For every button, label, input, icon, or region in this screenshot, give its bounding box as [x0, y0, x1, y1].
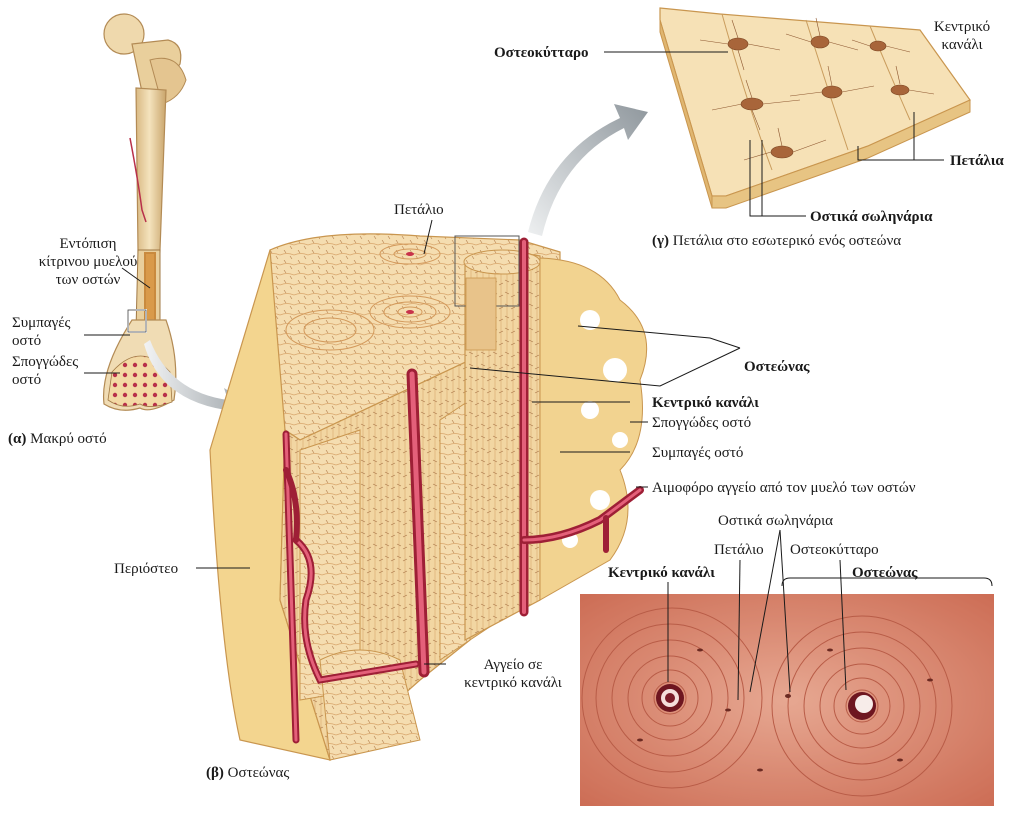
caption-c-letter: (γ) [652, 233, 670, 249]
zoom-arrow-b-to-c [528, 104, 648, 236]
blood-vessels [282, 237, 644, 744]
micro-lamella-label: Πετάλιο [714, 542, 764, 558]
osteon-leaders [196, 219, 741, 665]
long-bone-leaders [84, 267, 151, 374]
micro-central-canal-label: Κεντρικό κανάλι [608, 565, 715, 581]
periosteum-label: Περιόστεο [114, 561, 179, 577]
lamellae-wedge [659, 7, 971, 209]
osteocyte-label-c: Οστεοκύτταρο [494, 45, 589, 61]
vessel-in-canal-label: Αγγείο σε κεντρικό κανάλι [464, 657, 562, 691]
central-canal-label-c: Κεντρικό κανάλι [933, 19, 991, 53]
caption-b: (β) Οστεώνας [206, 764, 289, 782]
micro-canaliculi-label: Οστικά σωληνάρια [718, 513, 833, 529]
caption-b-text: Οστεώνας [227, 765, 290, 781]
compact-bone-label-a: Συμπαγές οστό [12, 315, 71, 349]
canaliculi-label-c: Οστικά σωληνάρια [810, 209, 933, 225]
caption-a-letter: (α) [8, 431, 27, 447]
lamellae-label-c: Πετάλια [950, 153, 1004, 169]
spongy-bone-label-b: Σπογγώδες οστό [652, 415, 752, 431]
micro-osteon-label: Οστεώνας [852, 565, 918, 581]
zoom-arrow-a-to-b [144, 340, 250, 420]
spongy-bone-label-a: Σπογγώδες οστό [12, 354, 79, 388]
caption-c-text: Πετάλια στο εσωτερικό ενός οστεώνα [672, 233, 902, 249]
marrow-vessel-label: Αιμοφόρο αγγείο από τον μυελό των οστών [652, 480, 916, 496]
osteon-label-b: Οστεώνας [744, 359, 810, 375]
central-canal-label-b: Κεντρικό κανάλι [652, 395, 759, 411]
micrograph-leaders [667, 529, 993, 701]
long-bone [102, 13, 187, 411]
osteon-block [209, 233, 648, 762]
caption-c: (γ) Πετάλια στο εσωτερικό ενός οστεώνα [652, 232, 901, 250]
micro-osteocyte-label: Οστεοκύτταρο [790, 542, 879, 558]
yellow-marrow-label: Εντόπιση κίτρινου μυελού των οστών [38, 236, 138, 288]
compact-bone-label-b: Συμπαγές οστό [652, 445, 744, 461]
micrograph [580, 594, 994, 806]
caption-b-letter: (β) [206, 765, 224, 781]
caption-a: (α) Μακρύ οστό [8, 430, 107, 448]
caption-a-text: Μακρύ οστό [30, 431, 107, 447]
lamella-label: Πετάλιο [394, 202, 444, 218]
lamellae-leaders [604, 51, 944, 217]
